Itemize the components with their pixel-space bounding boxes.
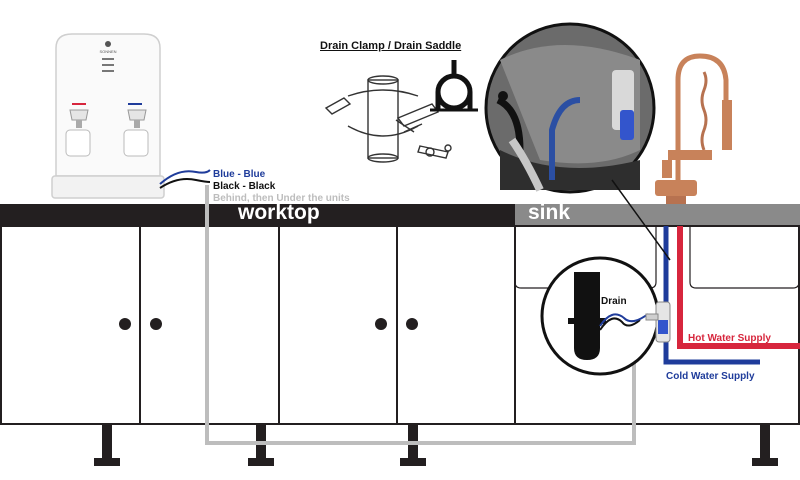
sink-basin-right — [689, 226, 800, 289]
door-knob — [375, 318, 387, 330]
drain-clamp-title: Drain Clamp / Drain Saddle — [320, 40, 462, 52]
water-dispenser: SONNEN — [51, 33, 165, 199]
connection-route-label: Behind, then Under the units — [213, 193, 350, 204]
dispense-button-left — [65, 129, 91, 157]
leg — [102, 424, 112, 464]
drain-clamp-illustration — [324, 75, 452, 163]
brand-logo-text: SONNEN — [99, 49, 116, 54]
door-knob — [406, 318, 418, 330]
kitchen-faucet — [655, 53, 732, 204]
sink-bar — [515, 204, 800, 226]
drain-label: Drain — [601, 296, 627, 307]
dispense-button-right — [123, 129, 149, 157]
supply-valve — [645, 301, 671, 343]
leg — [94, 458, 120, 466]
hot-water-supply-label: Hot Water Supply — [688, 333, 771, 344]
worktop-label: worktop — [238, 201, 320, 224]
route-pipe — [205, 185, 636, 445]
cabinet-door — [0, 225, 141, 425]
connection-black-label: Black - Black — [213, 181, 276, 192]
cabinets — [0, 225, 800, 425]
hot-water-line — [677, 226, 800, 349]
leg — [248, 458, 274, 466]
worktop-bar — [0, 204, 515, 226]
spout-right — [127, 109, 147, 121]
blue-tube — [159, 169, 211, 185]
connection-blue-label: Blue - Blue — [213, 169, 266, 180]
cold-water-line — [663, 226, 760, 365]
brand-logo-icon — [105, 41, 111, 47]
spout-left — [69, 109, 89, 121]
leg — [760, 424, 770, 464]
leg — [752, 458, 778, 466]
drain-zoom — [540, 256, 660, 376]
leg — [400, 458, 426, 466]
zoom-pointer — [611, 179, 671, 261]
door-knob — [119, 318, 131, 330]
zoom-photo — [484, 22, 656, 194]
sink-label: sink — [528, 201, 571, 224]
cold-water-supply-label: Cold Water Supply — [666, 371, 755, 382]
black-tube — [159, 178, 211, 189]
drain-saddle-icon — [430, 60, 478, 112]
door-knob — [150, 318, 162, 330]
door-knobs — [119, 318, 418, 330]
